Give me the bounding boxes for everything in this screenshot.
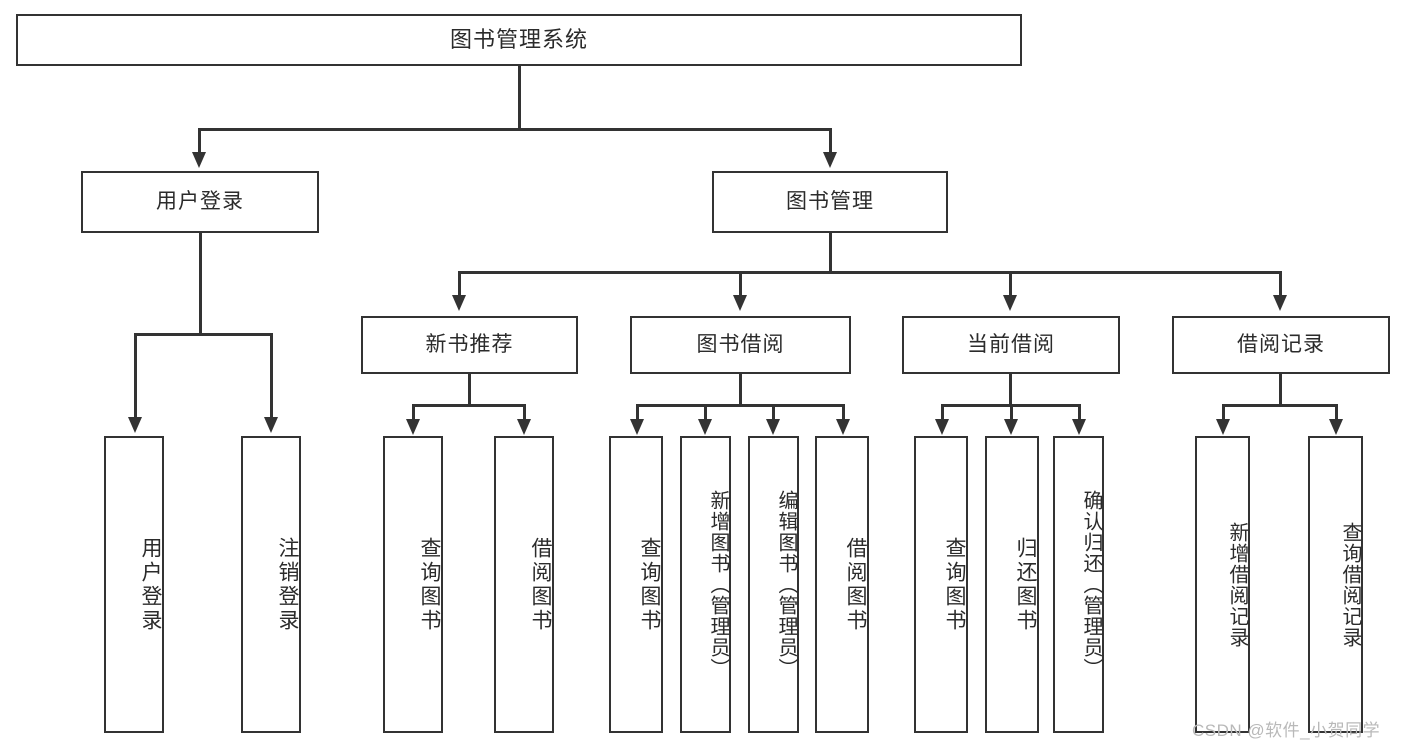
connector-to-current-borrow — [1009, 271, 1012, 297]
connector-user-login-stem — [199, 233, 202, 335]
node-label: 新书推荐 — [425, 333, 514, 357]
node-label: 用户登录 — [156, 190, 244, 214]
connector-book-management-stem — [829, 233, 832, 273]
node-new-book-recommend[interactable]: 新书推荐 — [361, 316, 578, 374]
connector-nbr-bus — [412, 404, 526, 407]
leaf-book-borrow-query-book[interactable]: 查询图书 — [609, 436, 663, 733]
leaf-user-login-logout[interactable]: 注销登录 — [241, 436, 301, 733]
arrowhead-bb-leaf-4 — [836, 419, 850, 435]
node-label: 用户登录 — [139, 536, 162, 633]
node-label: 图书管理系统 — [449, 26, 588, 52]
node-borrow-record[interactable]: 借阅记录 — [1172, 316, 1390, 374]
connector-root-stem — [518, 66, 521, 130]
connector-nbr-leaf-2 — [523, 404, 526, 422]
node-label: 借阅图书 — [844, 536, 867, 633]
node-book-management[interactable]: 图书管理 — [712, 171, 948, 233]
leaf-borrow-record-query-record[interactable]: 查询借阅记录 — [1308, 436, 1363, 733]
connector-cb-leaf-3 — [1078, 404, 1081, 422]
arrowhead-bb-leaf-1 — [630, 419, 644, 435]
arrowhead-to-book-management — [823, 152, 837, 168]
connector-bb-leaf-3 — [772, 404, 775, 422]
node-label: 查询图书 — [418, 536, 441, 633]
connector-level2-bus — [198, 128, 832, 131]
leaf-new-book-borrow-book[interactable]: 借阅图书 — [494, 436, 554, 733]
connector-bb-leaf-4 — [842, 404, 845, 422]
node-label: 归还图书 — [1014, 536, 1037, 633]
connector-cb-stem — [1009, 374, 1012, 406]
node-book-borrow[interactable]: 图书借阅 — [630, 316, 851, 374]
node-label: 新增图书（管理员） — [707, 490, 729, 679]
connector-user-login-leaf-2 — [270, 333, 273, 419]
leaf-book-borrow-add-book-admin[interactable]: 新增图书（管理员） — [680, 436, 731, 733]
connector-br-bus — [1222, 404, 1338, 407]
node-label: 编辑图书（管理员） — [775, 490, 797, 679]
leaf-current-borrow-confirm-return-admin[interactable]: 确认归还（管理员） — [1053, 436, 1104, 733]
arrowhead-bb-leaf-3 — [766, 419, 780, 435]
connector-level3-bus — [458, 271, 1282, 274]
watermark-text: CSDN @软件_小贺同学 — [1192, 721, 1381, 740]
arrowhead-to-book-borrow — [733, 295, 747, 311]
arrowhead-bb-leaf-2 — [698, 419, 712, 435]
leaf-user-login-login[interactable]: 用户登录 — [104, 436, 164, 733]
connector-br-leaf-1 — [1222, 404, 1225, 422]
node-label: 图书借阅 — [696, 333, 785, 357]
node-label: 当前借阅 — [967, 333, 1055, 357]
node-label: 借阅图书 — [529, 536, 552, 633]
arrowhead-nbr-leaf-1 — [406, 419, 420, 435]
leaf-book-borrow-edit-book-admin[interactable]: 编辑图书（管理员） — [748, 436, 799, 733]
connector-to-user-login — [198, 128, 201, 154]
connector-br-leaf-2 — [1335, 404, 1338, 422]
node-label: 查询图书 — [943, 536, 966, 633]
connector-nbr-stem — [468, 374, 471, 406]
connector-to-borrow-record — [1279, 271, 1282, 297]
leaf-book-borrow-borrow-book[interactable]: 借阅图书 — [815, 436, 869, 733]
csdn-watermark: CSDN @软件_小贺同学 — [1192, 716, 1380, 741]
connector-to-book-borrow — [739, 271, 742, 297]
connector-to-new-book-recommend — [458, 271, 461, 297]
node-user-login[interactable]: 用户登录 — [81, 171, 319, 233]
arrowhead-to-borrow-record — [1273, 295, 1287, 311]
node-label: 查询借阅记录 — [1339, 521, 1361, 648]
node-label: 借阅记录 — [1237, 333, 1325, 357]
connector-to-book-management — [829, 128, 832, 154]
connector-cb-leaf-2 — [1010, 404, 1013, 422]
connector-cb-leaf-1 — [941, 404, 944, 422]
connector-bb-bus — [636, 404, 845, 407]
connector-bb-leaf-1 — [636, 404, 639, 422]
arrowhead-user-login-leaf-1 — [128, 417, 142, 433]
leaf-borrow-record-add-record[interactable]: 新增借阅记录 — [1195, 436, 1250, 733]
arrowhead-user-login-leaf-2 — [264, 417, 278, 433]
arrowhead-to-user-login — [192, 152, 206, 168]
leaf-current-borrow-return-book[interactable]: 归还图书 — [985, 436, 1039, 733]
node-root-library-management-system[interactable]: 图书管理系统 — [16, 14, 1022, 66]
connector-user-login-bus — [134, 333, 273, 336]
leaf-new-book-query-book[interactable]: 查询图书 — [383, 436, 443, 733]
connector-bb-stem — [739, 374, 742, 406]
arrowhead-cb-leaf-1 — [935, 419, 949, 435]
leaf-current-borrow-query-book[interactable]: 查询图书 — [914, 436, 968, 733]
arrowhead-nbr-leaf-2 — [517, 419, 531, 435]
connector-bb-leaf-2 — [704, 404, 707, 422]
node-label: 注销登录 — [276, 536, 299, 633]
arrowhead-to-current-borrow — [1003, 295, 1017, 311]
node-label: 图书管理 — [786, 190, 874, 214]
node-current-borrow[interactable]: 当前借阅 — [902, 316, 1120, 374]
arrowhead-cb-leaf-2 — [1004, 419, 1018, 435]
connector-user-login-leaf-1 — [134, 333, 137, 419]
arrowhead-cb-leaf-3 — [1072, 419, 1086, 435]
node-label: 确认归还（管理员） — [1080, 490, 1102, 679]
node-label: 查询图书 — [638, 536, 661, 633]
connector-nbr-leaf-1 — [412, 404, 415, 422]
connector-br-stem — [1279, 374, 1282, 406]
arrowhead-br-leaf-2 — [1329, 419, 1343, 435]
node-label: 新增借阅记录 — [1226, 521, 1248, 648]
arrowhead-br-leaf-1 — [1216, 419, 1230, 435]
arrowhead-to-new-book-recommend — [452, 295, 466, 311]
